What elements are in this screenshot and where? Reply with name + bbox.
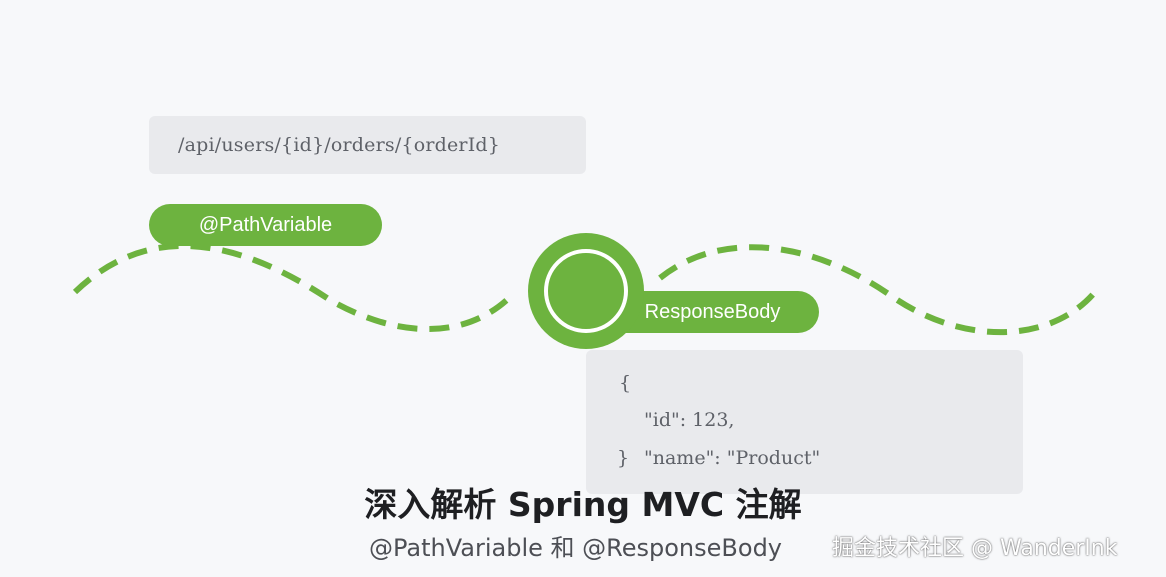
json-id-line: "id": 123, xyxy=(644,409,735,431)
json-open-brace: { xyxy=(619,372,632,394)
path-variable-label: @PathVariable xyxy=(198,213,333,236)
json-close-brace: } xyxy=(617,447,630,469)
json-name-line: "name": "Product" xyxy=(644,447,821,469)
response-body-pill: ResponseBody xyxy=(586,291,819,333)
page-subtitle: @PathVariable 和 @ResponseBody xyxy=(369,534,783,562)
dashed-wave-right xyxy=(658,244,1098,336)
path-variable-pill: @PathVariable xyxy=(149,204,382,246)
url-path-text: /api/users/{id}/orders/{orderId} xyxy=(178,134,501,156)
watermark-text: 掘金技术社区 @ WanderInk xyxy=(832,536,1118,561)
url-path-box: /api/users/{id}/orders/{orderId} xyxy=(149,116,586,174)
dashed-wave-left xyxy=(72,242,518,333)
response-body-label: ResponseBody xyxy=(644,300,781,323)
page-title: 深入解析 Spring MVC 注解 xyxy=(364,485,802,524)
json-response-box: { "id": 123, } "name": "Product" xyxy=(586,350,1023,494)
